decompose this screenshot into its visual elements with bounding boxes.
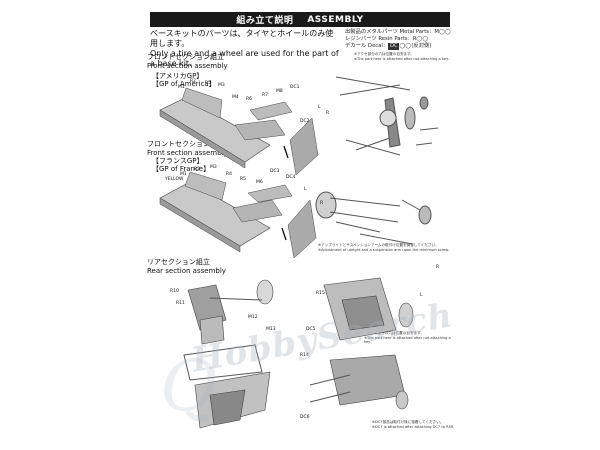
france-variant-heading: 【フランスGP】 【GP of France】 [152,157,210,173]
note4-jp: ※DC7部品は取付け後に接着してください。 [372,420,444,424]
part-label-front_top-10: L [318,104,321,110]
part-label-front_top-4: M4 [232,94,239,100]
part-label-front_mid-9: R [320,200,323,206]
banner-title-en: ASSEMBLY [307,14,364,25]
note2-en: ※Adjustment of upright and a suspension … [318,247,449,252]
part-label-front_mid-8: L [304,186,307,192]
decal-suffix: ◯◯(反対側) [399,43,432,49]
part-label-front_top-3: M3 [218,82,225,88]
front-heading-en: Front section assembly [147,61,228,70]
part-label-front_mid-3: R4 [226,171,232,177]
note-suspension: ※アップライトとサスペンションアームの取付け位置を調整してください。 ※Adju… [318,243,468,252]
part-label-front_top-8: DC1 [290,84,300,90]
note1-en: ※The part here is attached after not att… [354,56,449,61]
note1-jp: ※アクセ部分の穴は位置の目安ます。 [354,52,414,56]
part-label-rear-1: R11 [176,300,185,306]
front-heading-en-2: Front section assembly [147,148,228,157]
part-label-rear-2: M12 [248,314,258,320]
parts-legend: 出製品のメタルパーツ Metal Parts：M◯◯ レジンパーツ Resin … [345,29,455,50]
rear-gearbox-left [183,279,274,429]
front-wing-america [159,87,319,176]
part-label-rear-8: L [420,292,423,298]
decal-prefix: デカール Decal： [345,43,389,49]
part-label-front_top-0: M1 [178,84,185,90]
front-suspension-upright [335,76,439,156]
watermark-swirl: Q [160,345,218,427]
decal-box: DC [388,43,400,50]
part-label-rear-3: M13 [266,326,276,332]
part-label-front_mid-1: R2 [194,166,200,172]
america-variant-heading: 【アメリカGP】 【GP of America】 [152,72,216,88]
front-suspension-lower [315,191,432,245]
intro-line-en: Only a tire and a wheel are used for the… [150,49,339,68]
part-label-rear-0: R10 [170,288,179,294]
note-top: ※アクセ部分の穴は位置の目安ます。 ※The part here is atta… [354,52,464,61]
america-en: 【GP of America】 [152,80,216,88]
france-jp: 【フランスGP】 [152,157,204,165]
intro-text: ベースキットのパーツは、タイヤとホイールのみ使用します。 Only a tire… [150,29,340,69]
part-label-front_top-6: R7 [262,92,268,98]
part-label-front_top-7: M8 [276,88,283,94]
front-heading-jp: フロントセクション組立 [147,53,224,61]
rear-gearbox-right [309,277,414,410]
front-section-heading-1: フロントセクション組立 Front section assembly [147,53,228,70]
part-label-front_top-5: R6 [246,96,252,102]
assembly-banner: 組み立て説明 ASSEMBLY [150,12,450,27]
part-label-front_mid-5: M6 [256,179,263,185]
parts-legend-metal: 出製品のメタルパーツ Metal Parts：M◯◯ [345,29,451,35]
france-en: 【GP of France】 [152,165,211,173]
note3-jp: ※アクセ部分の穴は位置の目安ます。 [364,331,424,335]
rear-heading-jp: リアセクション組立 [147,258,210,266]
part-label-front_top-9: DC2 [300,118,310,124]
part-label-front_top-11: R [326,110,329,116]
intro-line-jp: ベースキットのパーツは、タイヤとホイールのみ使用します。 [150,29,334,48]
front-wing-france [159,171,317,259]
america-jp: 【アメリカGP】 [152,72,204,80]
part-label-front_mid-7: DC4 [286,174,296,180]
note-rear: ※アクセ部分の穴は位置の目安ます。 ※The part here is atta… [364,331,454,345]
parts-legend-resin: レジンパーツ Resin Parts：R◯◯ [345,36,429,42]
note2-jp: ※アップライトとサスペンションアームの取付け位置を調整してください。 [318,243,439,247]
front-heading-jp-2: フロントセクション組立 [147,140,224,148]
rear-section-heading: リアセクション組立 Rear section assembly [147,258,226,275]
part-label-front_mid-0: M1 [180,171,187,177]
part-label-front_top-2: R5 [205,80,211,86]
part-label-rear-4: R14 [300,352,309,358]
note4-en: ※DC7 is attached after attaching DC7 to … [372,424,455,429]
part-label-rear-6: DC5 [306,326,316,332]
part-label-front_mid-4: R5 [240,176,246,182]
part-label-front_mid-2: M3 [210,164,217,170]
part-label-front_top-1: R2 [190,78,196,84]
part-label-front_mid-6: DC3 [270,168,280,174]
note-decal: ※DC7部品は取付け後に接着してください。 ※DC7 is attached a… [372,420,462,429]
note3-en: ※The part here is attached after not att… [364,335,451,345]
banner-title-jp: 組み立て説明 [236,16,294,26]
part-label-rear-7: DC6 [300,414,310,420]
rear-heading-en: Rear section assembly [147,266,226,275]
front-section-heading-2: フロントセクション組立 Front section assembly [147,140,228,157]
part-label-rear-9: R [436,264,439,270]
part-label-front_mid-10: YELLOW [164,176,184,182]
part-label-rear-5: R15 [316,290,325,296]
parts-legend-decal: デカール Decal：DC◯◯(反対側) [345,43,455,50]
